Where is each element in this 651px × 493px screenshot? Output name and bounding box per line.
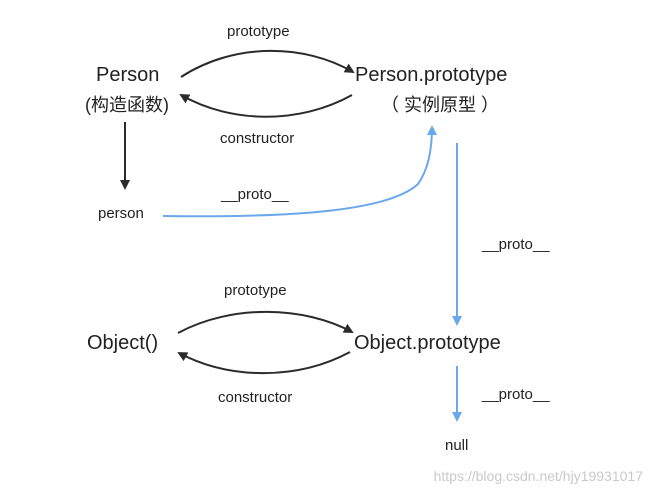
node-null: null <box>445 437 469 454</box>
edge-object-prototype <box>177 310 354 334</box>
label-object-prototype: prototype <box>224 282 287 299</box>
node-person-constructor-subtitle: (构造函数) <box>85 95 169 115</box>
label-person-instance-proto: __proto__ <box>221 186 289 203</box>
edge-person-constructor <box>179 94 353 118</box>
edge-object-constructor <box>177 351 351 375</box>
node-object-constructor: Object() <box>87 332 159 354</box>
label-object-constructor: constructor <box>218 389 293 406</box>
label-person-prototype: prototype <box>227 23 290 40</box>
label-person-proto-chain: __proto__ <box>482 236 550 253</box>
node-person-prototype: Person.prototype <box>355 64 508 86</box>
node-person-prototype-subtitle: （ 实例原型 ） <box>381 95 500 115</box>
node-person-instance: person <box>98 205 144 222</box>
label-person-constructor: constructor <box>220 130 295 147</box>
node-object-prototype: Object.prototype <box>354 332 501 354</box>
node-person-constructor: Person <box>96 64 160 86</box>
watermark-text: https://blog.csdn.net/hjy19931017 <box>433 468 643 484</box>
label-object-proto-chain: __proto__ <box>482 386 550 403</box>
edge-person-instance-proto <box>162 125 437 218</box>
edge-person-prototype <box>180 49 355 78</box>
